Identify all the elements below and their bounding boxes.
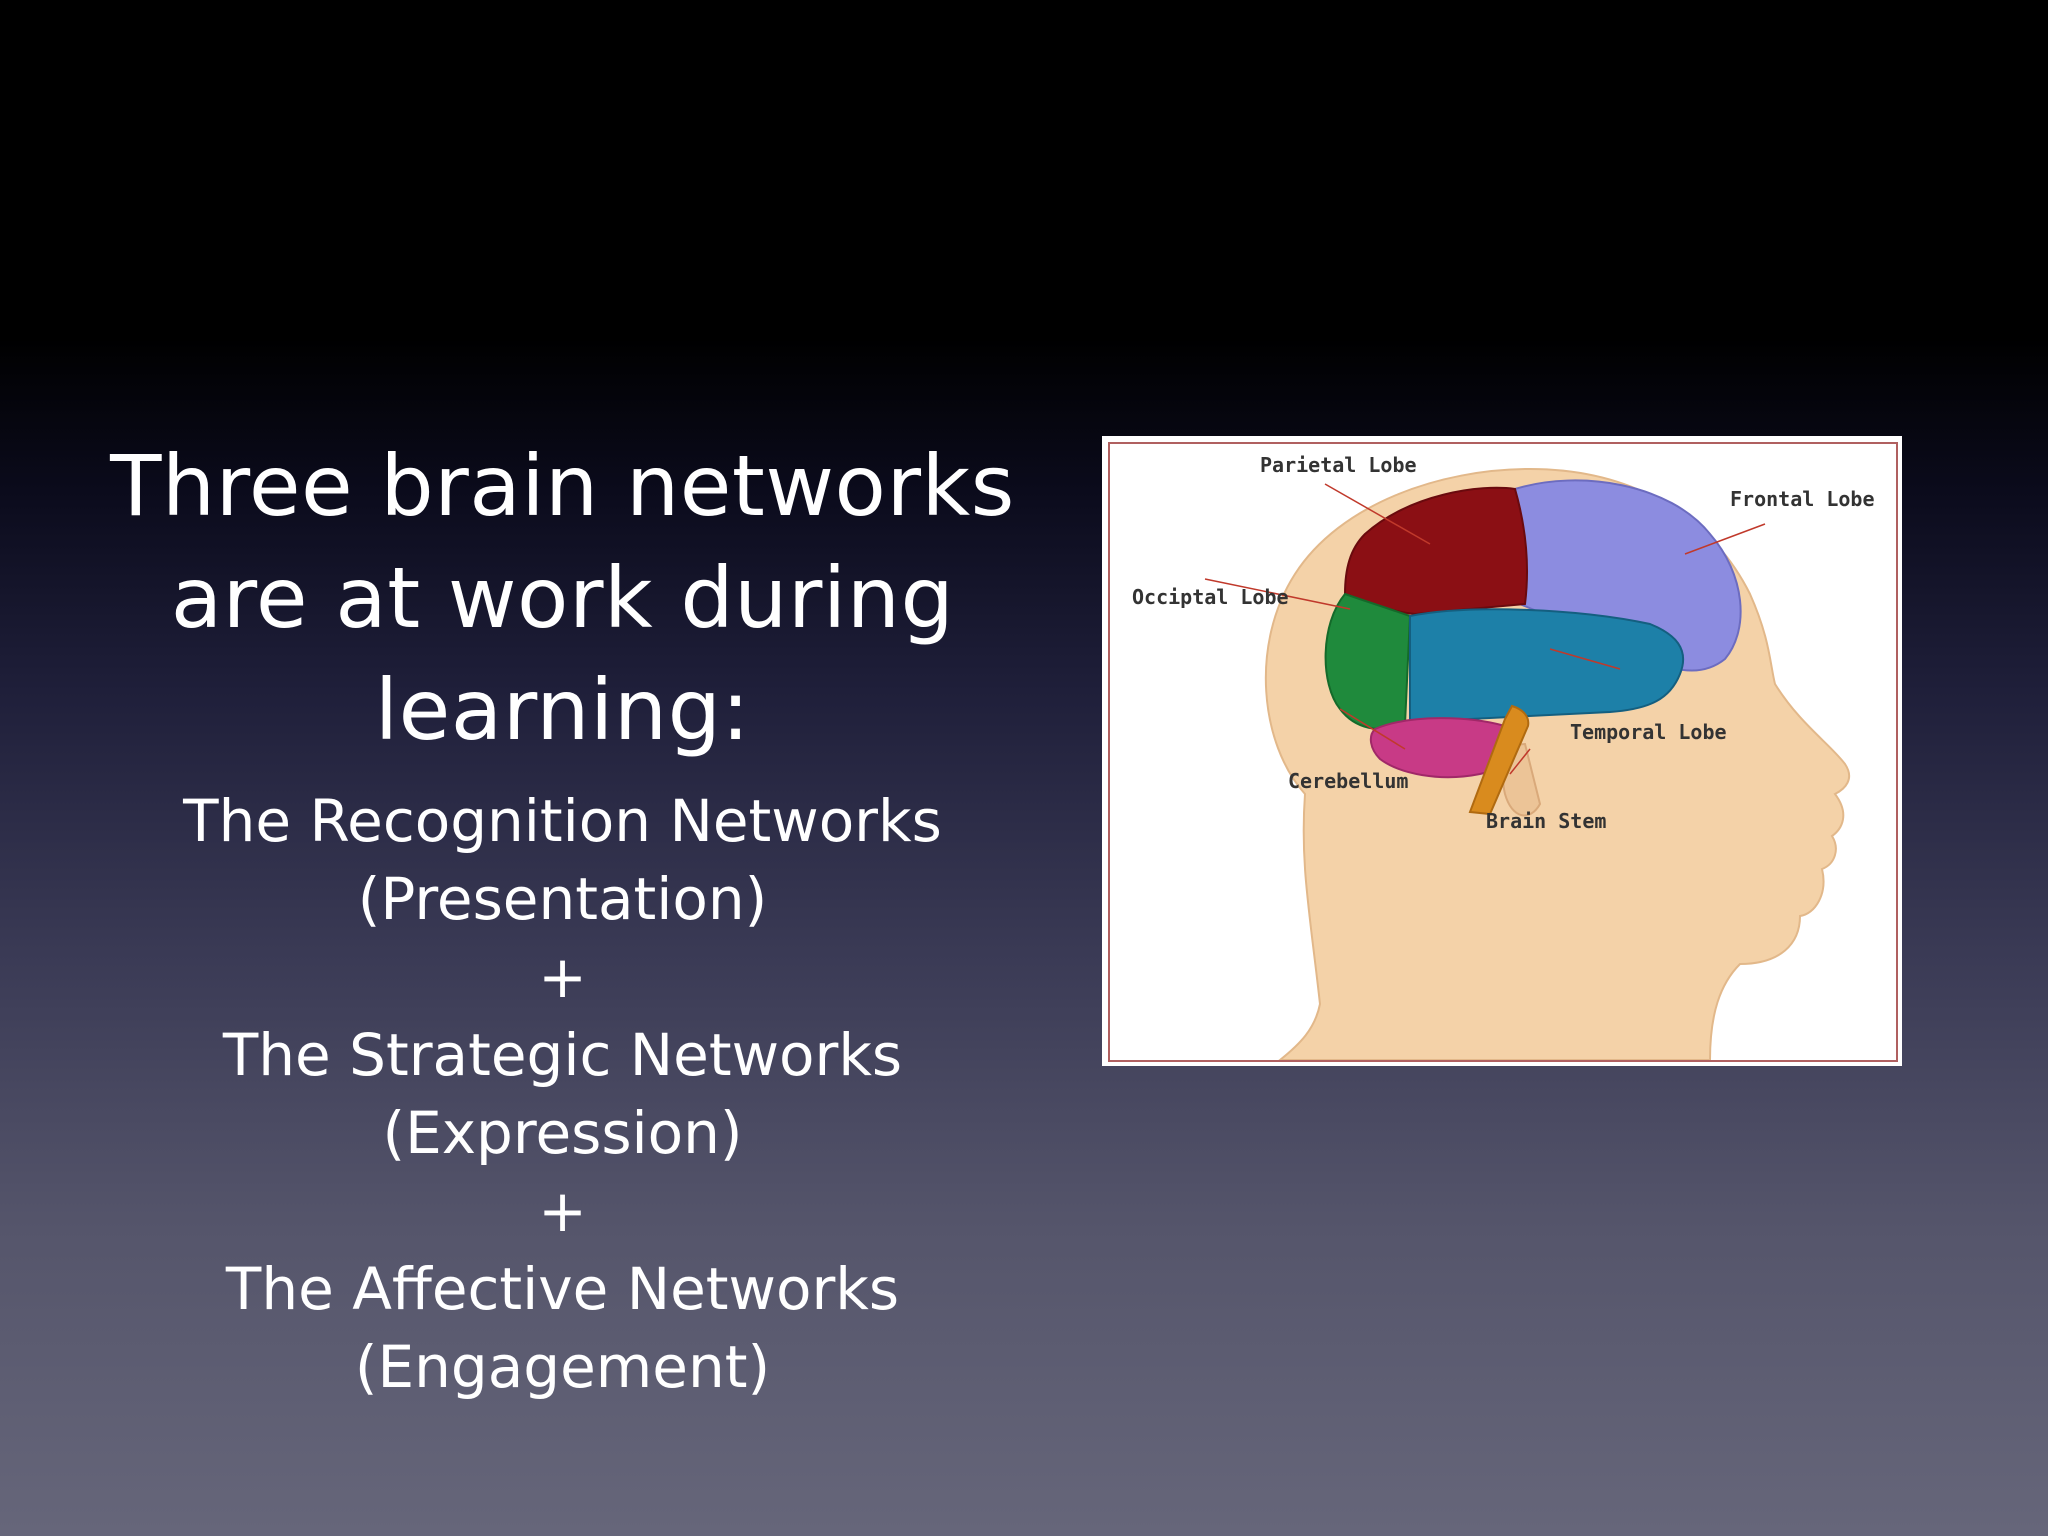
label-frontal-lobe: Frontal Lobe — [1730, 487, 1875, 511]
brain-diagram-frame: Parietal Lobe Frontal Lobe Occiptal Lobe… — [1108, 442, 1898, 1062]
network-strategic-name: The Strategic Networks — [222, 1021, 903, 1089]
title-line-1: Three brain networks — [110, 437, 1015, 535]
brain-diagram-image: Parietal Lobe Frontal Lobe Occiptal Lobe… — [1102, 436, 1902, 1066]
leader-line-cerebellum — [1339, 708, 1406, 750]
occipital-lobe-shape — [1324, 592, 1412, 730]
cerebellum-shape — [1369, 717, 1512, 779]
leader-line-frontal — [1684, 523, 1766, 555]
label-temporal-lobe: Temporal Lobe — [1570, 720, 1727, 744]
label-occipital-lobe: Occiptal Lobe — [1132, 585, 1289, 609]
network-recognition-name: The Recognition Networks — [183, 787, 942, 855]
parietal-lobe-shape — [1343, 486, 1528, 616]
network-affective-role: (Engagement) — [354, 1333, 771, 1401]
leader-line-temporal — [1549, 648, 1621, 670]
network-recognition-role: (Presentation) — [357, 865, 768, 933]
slide-text-block: Three brain networks are at work during … — [100, 430, 1025, 1406]
leader-line-occipital — [1204, 578, 1351, 610]
temporal-lobe-shape — [1409, 608, 1685, 724]
title-line-2: are at work during — [170, 549, 955, 647]
title-line-3: learning: — [374, 661, 751, 759]
brain-diagram-svg: Parietal Lobe Frontal Lobe Occiptal Lobe… — [1132, 453, 1875, 1060]
label-brain-stem: Brain Stem — [1486, 809, 1606, 833]
slide-title: Three brain networks are at work during … — [100, 430, 1025, 766]
plus-sign: + — [538, 1177, 587, 1245]
networks-list: The Recognition Networks (Presentation) … — [100, 782, 1025, 1406]
brain-stem-shape — [1468, 704, 1530, 816]
plus-sign: + — [538, 943, 587, 1011]
network-strategic-role: (Expression) — [382, 1099, 743, 1167]
leader-lines — [1204, 483, 1766, 775]
label-cerebellum: Cerebellum — [1288, 769, 1408, 793]
leader-line-parietal — [1324, 483, 1431, 545]
network-affective-name: The Affective Networks — [225, 1255, 900, 1323]
leader-line-brain-stem — [1509, 748, 1531, 775]
label-parietal-lobe: Parietal Lobe — [1260, 453, 1417, 477]
